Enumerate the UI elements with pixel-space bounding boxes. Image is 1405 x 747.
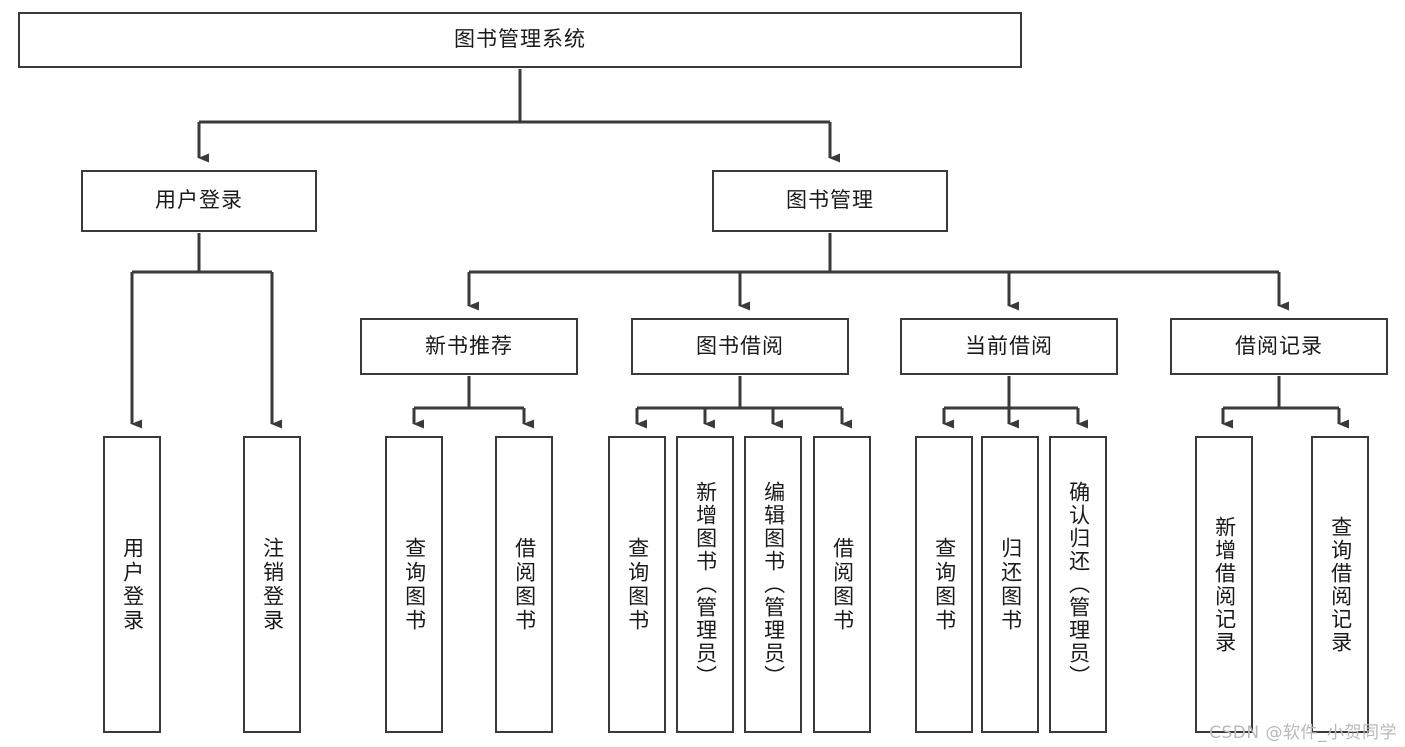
leaf-edit-book-admin[interactable]: 编辑图书（管理员） <box>744 436 802 733</box>
leaf-query-book-borrow[interactable]: 查询图书 <box>608 436 666 733</box>
csdn-watermark: CSDN @软件_小贺同学 <box>1209 723 1397 743</box>
leaf-query-book-recommend[interactable]: 查询图书 <box>385 436 443 733</box>
leaf-borrow-book-borrow[interactable]: 借阅图书 <box>813 436 871 733</box>
leaf-return-book[interactable]: 归还图书 <box>981 436 1039 733</box>
leaf-confirm-return-admin[interactable]: 确认归还（管理员） <box>1049 436 1107 733</box>
leaf-logout-login[interactable]: 注销登录 <box>243 436 301 733</box>
leaf-add-borrow-record[interactable]: 新增借阅记录 <box>1195 436 1253 733</box>
node-current-borrow[interactable]: 当前借阅 <box>900 318 1118 375</box>
leaf-borrow-book-recommend[interactable]: 借阅图书 <box>495 436 553 733</box>
node-new-book-recommend[interactable]: 新书推荐 <box>360 318 578 375</box>
node-book-borrow[interactable]: 图书借阅 <box>631 318 849 375</box>
leaf-user-login[interactable]: 用户登录 <box>103 436 161 733</box>
node-borrow-record[interactable]: 借阅记录 <box>1170 318 1388 375</box>
leaf-query-borrow-record[interactable]: 查询借阅记录 <box>1311 436 1369 733</box>
node-user-login[interactable]: 用户登录 <box>81 170 317 232</box>
leaf-query-book-current[interactable]: 查询图书 <box>915 436 973 733</box>
node-book-management-system[interactable]: 图书管理系统 <box>18 12 1022 68</box>
node-book-management[interactable]: 图书管理 <box>712 170 948 232</box>
leaf-add-book-admin[interactable]: 新增图书（管理员） <box>676 436 734 733</box>
